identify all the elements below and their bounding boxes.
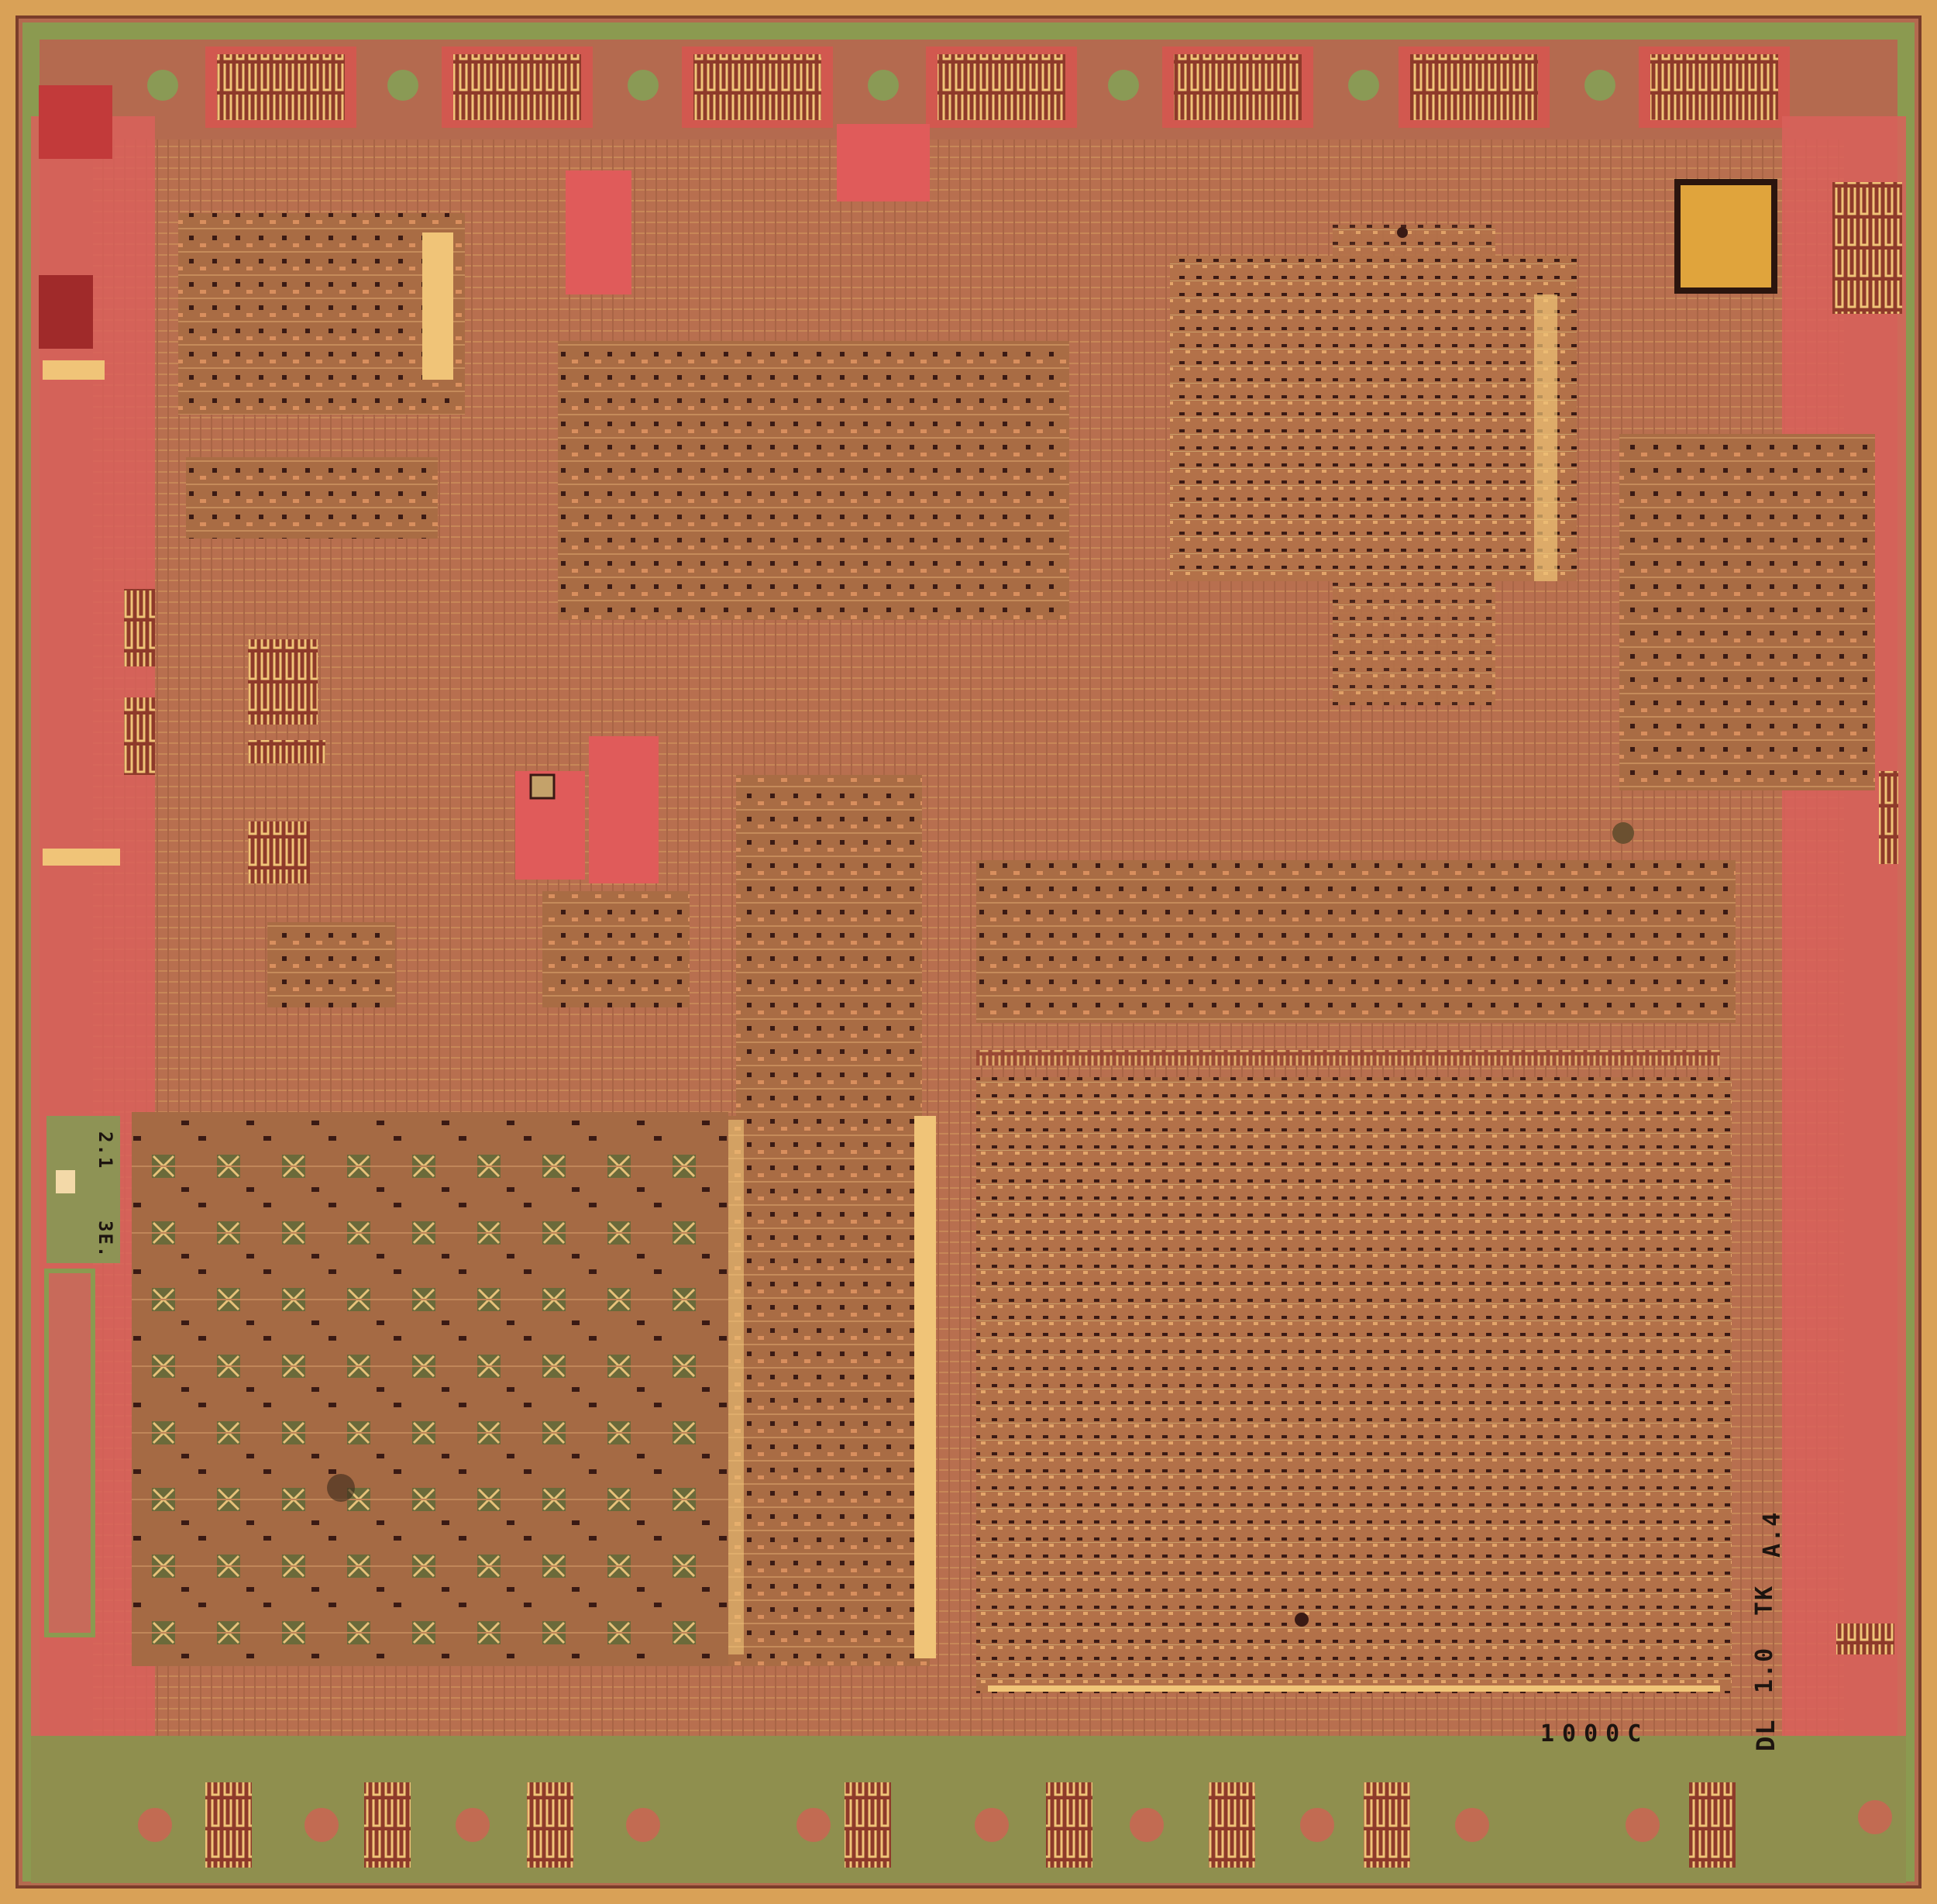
left-code-marking-a: 2.1	[95, 1131, 116, 1170]
code-marking-1-0: 1.0	[1751, 1646, 1778, 1693]
code-marking-tk: TK	[1751, 1584, 1778, 1616]
revision-marking: A.4	[1759, 1510, 1786, 1558]
code-marking-dl: DL	[1751, 1718, 1780, 1751]
left-code-marking-b: 3E.	[95, 1221, 116, 1259]
part-number-marking: 1000C	[1540, 1720, 1650, 1747]
